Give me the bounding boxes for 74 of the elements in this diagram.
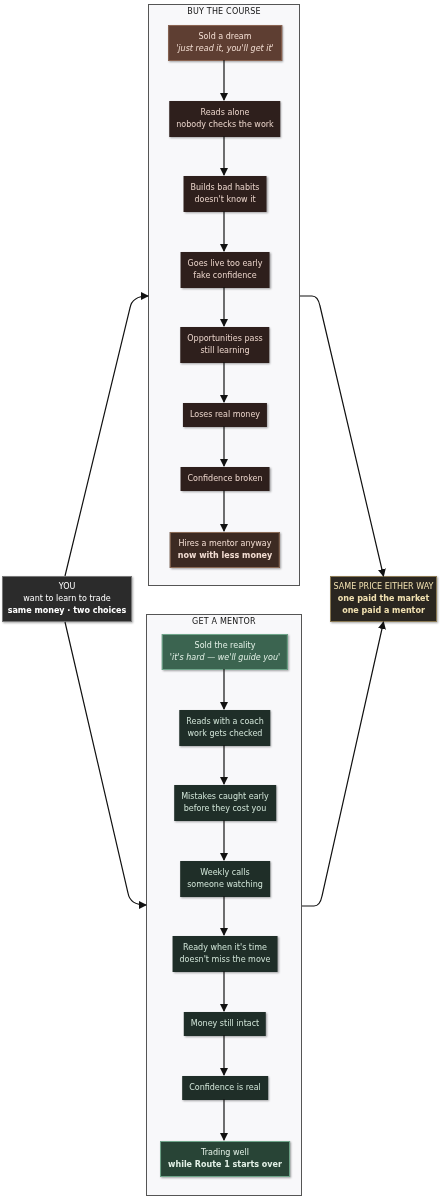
arrow [220, 1098, 228, 1141]
box-text: Mistakes caught early [181, 791, 269, 803]
box-text: one paid a mentor [342, 605, 425, 617]
step-box [180, 467, 270, 491]
step-box [168, 25, 282, 61]
box-text: Opportunities pass [187, 333, 263, 345]
box-text: fake confidence [193, 270, 257, 282]
box-text: while Route 1 starts over [168, 1159, 282, 1171]
step-box [180, 861, 270, 897]
box-text: someone watching [187, 879, 263, 891]
box-text: Confidence broken [187, 473, 263, 485]
result-box [330, 576, 437, 622]
arrow [64, 292, 149, 577]
arrow [220, 59, 228, 101]
box-text: Money still intact [190, 1018, 260, 1030]
box-text: SAME PRICE EITHER WAY [333, 581, 434, 593]
route-panel [148, 4, 300, 586]
box-text: doesn't know it [194, 194, 256, 206]
box-text: Sold the reality [194, 640, 256, 652]
arrow [220, 895, 228, 936]
box-text: one paid the market [337, 593, 430, 605]
arrow [220, 819, 228, 861]
step-box [169, 532, 281, 568]
box-text: 'just read it, you'll get it' [176, 43, 274, 55]
arrow [301, 621, 386, 907]
box-text: YOU [58, 581, 76, 593]
arrow [220, 135, 228, 176]
step-box [179, 710, 271, 746]
arrow [220, 970, 228, 1012]
step-box [182, 1076, 268, 1100]
step-box [180, 327, 270, 363]
arrow [220, 425, 228, 467]
box-text: 'it's hard — we'll guide you' [169, 652, 281, 664]
box-text: Builds bad habits [190, 182, 260, 194]
box-text: before they cost you [183, 803, 267, 815]
arrow [220, 361, 228, 403]
step-box [183, 1012, 267, 1036]
box-text: Hires a mentor anyway [178, 538, 272, 550]
panel-title: GET A MENTOR [192, 616, 256, 628]
box-text: Sold a dream [198, 31, 252, 43]
step-box [161, 634, 289, 670]
box-text: doesn't miss the move [179, 954, 271, 966]
box-text: Goes live too early [187, 258, 263, 270]
arrow [220, 286, 228, 327]
box-text: nobody checks the work [176, 119, 274, 131]
arrow [220, 1034, 228, 1076]
box-text: work gets checked [187, 728, 263, 740]
box-text: now with less money [177, 550, 273, 562]
panel-title: BUY THE COURSE [187, 6, 261, 18]
box-text: Weekly calls [200, 867, 250, 879]
box-text: still learning [200, 345, 250, 357]
box-text: want to learn to trade [23, 593, 111, 605]
arrow [220, 668, 228, 710]
step-box [169, 101, 281, 137]
box-text: Loses real money [189, 409, 261, 421]
box-text: Confidence is real [189, 1082, 261, 1094]
step-box [174, 785, 276, 821]
box-text: Ready when it's time [183, 942, 267, 954]
step-box [183, 176, 267, 212]
step-box [180, 252, 270, 288]
arrow [64, 621, 147, 909]
box-text: Reads with a coach [186, 716, 264, 728]
step-box [160, 1141, 290, 1177]
arrow [220, 210, 228, 252]
box-text: Trading well [201, 1147, 249, 1159]
arrow [220, 744, 228, 785]
start-box [2, 576, 132, 622]
route-panel [146, 614, 302, 1196]
box-text: same money · two choices [7, 605, 127, 617]
step-box [182, 403, 268, 427]
step-box [172, 936, 278, 972]
arrow [220, 489, 228, 532]
box-text: Reads alone [200, 107, 250, 119]
arrow [299, 295, 386, 577]
